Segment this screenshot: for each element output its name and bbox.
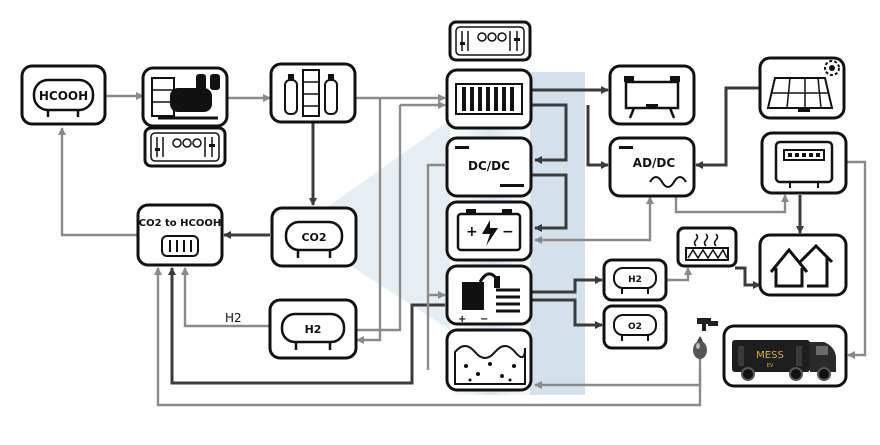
control-panel-icon bbox=[150, 132, 220, 162]
truck-unit: MESS EV bbox=[722, 324, 848, 388]
flow-tap-to-water bbox=[534, 375, 702, 389]
h2-small-tank: H2 bbox=[602, 258, 668, 302]
heater-unit bbox=[676, 226, 738, 268]
electrolyzer-unit: + − bbox=[445, 264, 533, 326]
gas-cylinders-icon bbox=[284, 69, 338, 117]
flow-left-bus bbox=[426, 163, 445, 370]
flow-meter-to-truck bbox=[847, 160, 867, 359]
gear-icon bbox=[824, 60, 840, 76]
reformer-unit bbox=[608, 64, 696, 126]
hcooh-tank: HCOOH bbox=[20, 64, 107, 126]
houses-unit bbox=[758, 233, 848, 297]
dcdc-label: DC/DC bbox=[468, 159, 510, 173]
battery-minus: − bbox=[502, 224, 514, 240]
reformer-icon bbox=[624, 76, 680, 119]
flow-heater-to-houses bbox=[735, 266, 761, 289]
water-tank-icon bbox=[454, 345, 526, 385]
electrolyzer-icon: + − bbox=[458, 272, 520, 325]
fuel-cell-stack bbox=[445, 68, 533, 130]
gas-cylinders-unit bbox=[269, 62, 357, 124]
battery-plus: + bbox=[466, 224, 478, 240]
flow-electrolyzer-to-o2 bbox=[532, 298, 603, 329]
flow-converter-to-hcooh bbox=[58, 127, 138, 237]
flow-h2-to-converter bbox=[181, 267, 270, 328]
electrolyzer-minus: − bbox=[480, 314, 488, 325]
heater-icon bbox=[685, 233, 729, 261]
flow-electrolyzer-to-converter bbox=[168, 267, 445, 385]
flow-h2-to-heater bbox=[667, 267, 692, 282]
o2-small-label: O2 bbox=[628, 322, 642, 332]
hcooh-label: HCOOH bbox=[39, 89, 88, 103]
flow-stack-to-h2-b bbox=[357, 105, 402, 332]
co2-tank: CO2 bbox=[270, 206, 358, 268]
flow-stack-to-dcdc bbox=[532, 103, 568, 164]
truck-sub-label: EV bbox=[767, 363, 774, 369]
converter-icon bbox=[161, 235, 199, 257]
fuel-cell-stack-icon bbox=[455, 83, 523, 115]
battery-icon: + − bbox=[456, 209, 522, 252]
water-tank bbox=[445, 328, 533, 392]
flow-stack-to-h2 bbox=[356, 98, 382, 344]
control-panel-lower bbox=[143, 126, 227, 168]
truck-icon: MESS EV bbox=[732, 340, 836, 381]
h2-tank: H2 bbox=[268, 298, 358, 360]
control-panel-top bbox=[448, 20, 532, 62]
co2-to-hcooh-converter: CO2 to HCOOH bbox=[136, 203, 224, 267]
flow-battery-acdc bbox=[534, 196, 654, 244]
compressor-icon bbox=[151, 74, 220, 120]
houses-icon bbox=[769, 243, 834, 288]
co2-label: CO2 bbox=[301, 231, 326, 244]
flow-solar-to-acdc bbox=[695, 86, 760, 169]
meter-unit bbox=[760, 131, 848, 195]
truck-brand-label: MESS bbox=[756, 350, 784, 361]
meter-icon bbox=[774, 140, 834, 188]
h2-small-label: H2 bbox=[628, 275, 642, 285]
o2-small-tank: O2 bbox=[602, 304, 668, 350]
flow-electrolyzer-to-h2 bbox=[532, 276, 603, 294]
control-panel-icon bbox=[455, 26, 525, 56]
flow-acdc-to-meter bbox=[674, 194, 789, 214]
flow-reformer-to-acdc bbox=[586, 105, 609, 169]
acdc-label: AD/DC bbox=[633, 156, 676, 170]
acdc-converter: AD/DC bbox=[608, 136, 696, 198]
h2-tank-label: H2 bbox=[305, 323, 322, 336]
water-tap-icon bbox=[693, 318, 718, 359]
compressor-unit bbox=[141, 66, 229, 128]
co2-to-hcooh-label: CO2 to HCOOH bbox=[139, 218, 222, 229]
solar-panel-unit bbox=[758, 56, 846, 120]
electrolyzer-plus: + bbox=[458, 314, 466, 325]
dcdc-converter: DC/DC bbox=[445, 136, 533, 198]
flow-lines bbox=[58, 86, 867, 407]
solar-panel-icon bbox=[766, 77, 834, 112]
h2-line-label: H2 bbox=[225, 311, 242, 325]
battery-unit: + − bbox=[445, 200, 533, 262]
